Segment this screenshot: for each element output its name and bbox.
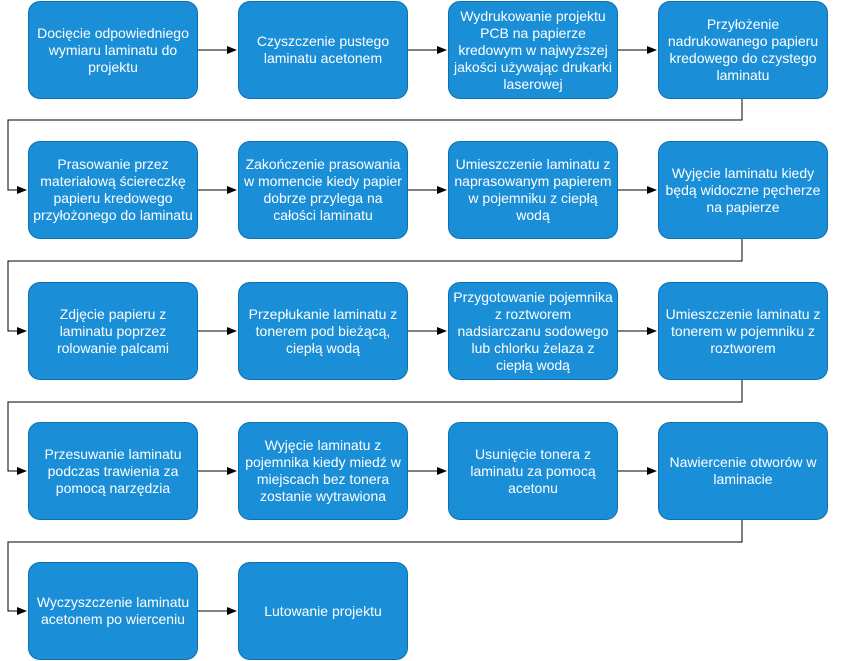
- step-label-8: Wyjęcie laminatu kiedy będą widoczne pęc…: [665, 164, 821, 215]
- step-label-10: Przepłukanie laminatu z tonerem pod bież…: [248, 305, 398, 356]
- step-label-6: Zakończenie prasowania w momencie kiedy …: [244, 156, 402, 223]
- step-box-4: Przyłożenie nadrukowanego papieru kredow…: [658, 1, 828, 99]
- step-label-7: Umieszczenie laminatu z naprasowanym pap…: [454, 156, 612, 223]
- step-box-6: Zakończenie prasowania w momencie kiedy …: [238, 141, 408, 239]
- step-label-15: Usunięcie tonera z laminatu za pomocą ac…: [470, 445, 596, 496]
- step-box-5: Prasowanie przez materiałową ściereczkę …: [28, 141, 198, 239]
- step-label-12: Umieszczenie laminatu z tonerem w pojemn…: [665, 305, 821, 356]
- step-box-15: Usunięcie tonera z laminatu za pomocą ac…: [448, 422, 618, 520]
- connector-16-17: [7, 520, 743, 615]
- step-box-8: Wyjęcie laminatu kiedy będą widoczne pęc…: [658, 141, 828, 239]
- step-label-1: Docięcie odpowiedniego wymiaru laminatu …: [37, 24, 189, 75]
- step-label-9: Zdjęcie papieru z laminatu poprzez rolow…: [56, 305, 170, 356]
- step-label-5: Prasowanie przez materiałową ściereczkę …: [33, 156, 193, 223]
- step-label-3: Wydrukowanie projektu PCB na papierze kr…: [454, 7, 612, 92]
- step-box-9: Zdjęcie papieru z laminatu poprzez rolow…: [28, 282, 198, 380]
- step-box-11: Przygotowanie pojemnika z roztworem nads…: [448, 282, 618, 380]
- step-box-10: Przepłukanie laminatu z tonerem pod bież…: [238, 282, 408, 380]
- step-label-11: Przygotowanie pojemnika z roztworem nads…: [453, 288, 613, 373]
- step-box-13: Przesuwanie laminatu podczas trawienia z…: [28, 422, 198, 520]
- step-label-18: Lutowanie projektu: [264, 602, 382, 619]
- step-box-18: Lutowanie projektu: [238, 562, 408, 660]
- step-box-3: Wydrukowanie projektu PCB na papierze kr…: [448, 1, 618, 99]
- step-box-7: Umieszczenie laminatu z naprasowanym pap…: [448, 141, 618, 239]
- connector-8-9: [7, 239, 743, 335]
- step-box-17: Wyczyszczenie laminatu acetonem po wierc…: [28, 562, 198, 660]
- step-box-2: Czyszczenie pustego laminatu acetonem: [238, 1, 408, 99]
- step-label-16: Nawiercenie otworów w laminacie: [669, 454, 817, 487]
- step-box-12: Umieszczenie laminatu z tonerem w pojemn…: [658, 282, 828, 380]
- step-label-13: Przesuwanie laminatu podczas trawienia z…: [44, 445, 182, 496]
- connector-4-5: [7, 99, 743, 194]
- step-box-1: Docięcie odpowiedniego wymiaru laminatu …: [28, 1, 198, 99]
- connector-12-13: [7, 380, 743, 475]
- step-label-2: Czyszczenie pustego laminatu acetonem: [256, 33, 390, 66]
- step-label-17: Wyczyszczenie laminatu acetonem po wierc…: [36, 594, 190, 627]
- step-label-4: Przyłożenie nadrukowanego papieru kredow…: [667, 16, 819, 83]
- step-box-14: Wyjęcie laminatu z pojemnika kiedy miedź…: [238, 422, 408, 520]
- step-label-14: Wyjęcie laminatu z pojemnika kiedy miedź…: [245, 437, 401, 504]
- step-box-16: Nawiercenie otworów w laminacie: [658, 422, 828, 520]
